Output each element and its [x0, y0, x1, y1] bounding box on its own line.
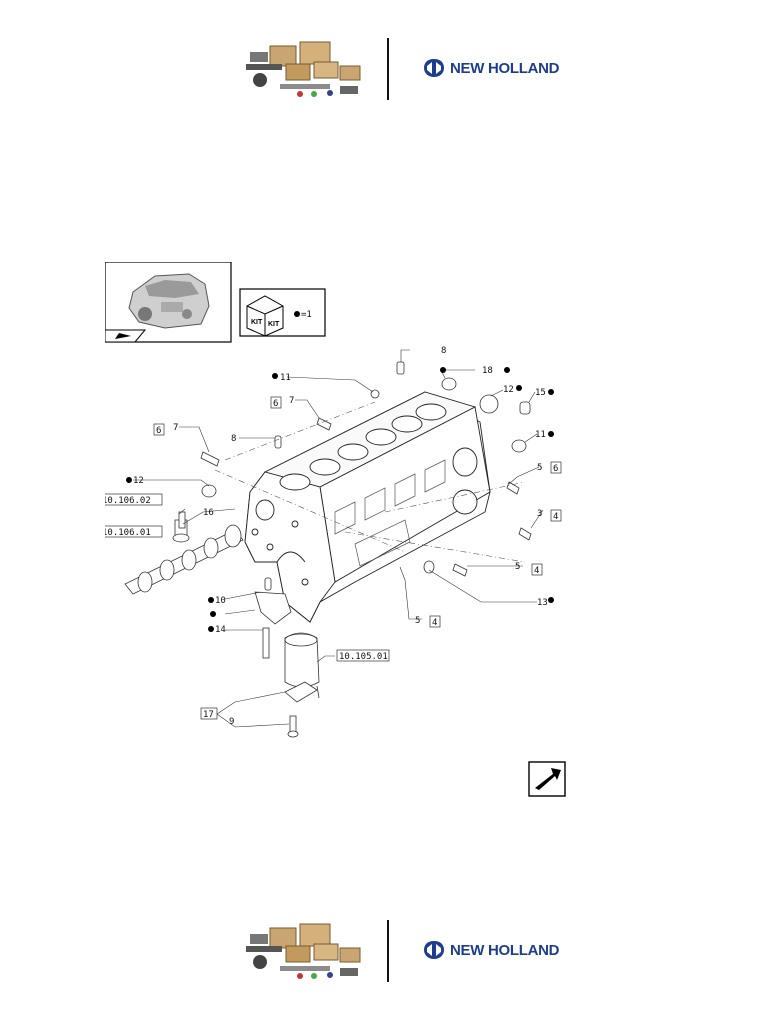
box-labels	[153, 396, 562, 720]
alignment-lines	[214, 401, 526, 563]
box-label: 17	[203, 710, 214, 720]
engine-block	[244, 391, 491, 623]
footer-divider	[387, 920, 389, 982]
new-holland-logo: NEW HOLLAND	[423, 940, 559, 960]
kit-icon-text-2: KIT	[268, 321, 280, 328]
parts-collage-icon	[246, 41, 361, 97]
box-label: 4	[432, 618, 437, 628]
page-header: NEW HOLLAND	[0, 38, 768, 108]
callout-label: 7	[173, 423, 178, 433]
callout-label: 16	[203, 508, 214, 518]
callout-label: 12	[133, 476, 144, 486]
callout-label: 8	[231, 434, 236, 444]
callout-label: 5	[415, 616, 420, 626]
box-label: 4	[553, 512, 558, 522]
callout-bullets	[126, 367, 554, 632]
callout-label: 14	[215, 625, 226, 635]
callout-label: 8	[441, 346, 446, 356]
ref-10-106-01: 10.106.01	[105, 528, 151, 538]
box-label: 6	[553, 464, 558, 474]
reference-boxes	[105, 493, 390, 662]
callout-label: 5	[515, 562, 520, 572]
callout-label: 11	[535, 430, 546, 440]
leader-lines	[133, 349, 544, 728]
ref-10-106-02: 10.106.02	[105, 496, 151, 506]
new-holland-leaf-icon	[424, 941, 444, 959]
new-holland-logo: NEW HOLLAND	[423, 58, 559, 78]
ref-10-105-01: 10.105.01	[339, 652, 388, 662]
callout-label: 5	[537, 463, 542, 473]
callout-label: 10	[215, 596, 226, 606]
engine-thumbnail	[105, 262, 232, 343]
kit-legend-text: =1	[301, 310, 312, 320]
header-divider	[387, 38, 389, 100]
next-page-arrow-icon[interactable]	[528, 761, 566, 797]
arrow-icon	[115, 333, 131, 339]
kit-legend: KIT KIT =1	[239, 288, 326, 337]
callout-label: 18	[482, 366, 493, 376]
box-label: 6	[156, 426, 161, 436]
parts-collage-icon	[246, 923, 361, 979]
brand-name: NEW HOLLAND	[450, 59, 560, 77]
callout-label: 12	[503, 385, 514, 395]
callout-label: 11	[280, 373, 291, 383]
callout-label: 7	[289, 396, 294, 406]
page-footer: NEW HOLLAND	[0, 920, 768, 990]
new-holland-leaf-icon	[424, 59, 444, 77]
small-parts	[172, 361, 532, 738]
camshaft	[124, 524, 244, 595]
callout-label: 9	[229, 717, 234, 727]
callout-label: 15	[535, 388, 546, 398]
callout-label: 3	[537, 509, 542, 519]
box-label: 4	[534, 566, 539, 576]
callout-label: 13	[537, 598, 548, 608]
box-label: 6	[273, 399, 278, 409]
kit-icon-text: KIT	[251, 319, 263, 326]
brand-name: NEW HOLLAND	[450, 941, 560, 959]
engine-block-diagram: KIT KIT =1	[105, 262, 566, 797]
